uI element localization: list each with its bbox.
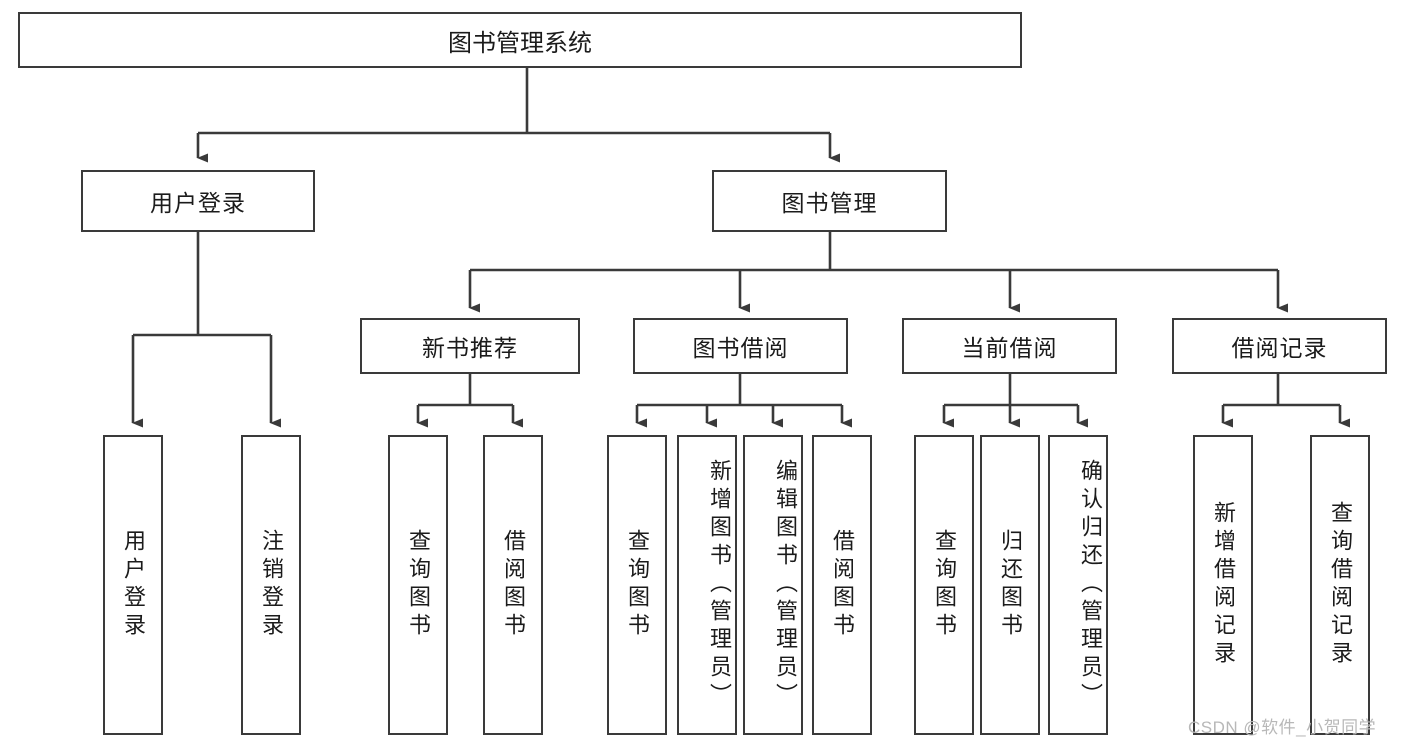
leaf-current-confirm-return-admin[interactable]: 确认归还（管理员） xyxy=(1048,435,1108,735)
node-current-borrow[interactable]: 当前借阅 xyxy=(902,318,1117,374)
leaf-user-login-signout[interactable]: 注销登录 xyxy=(241,435,301,735)
leaf-record-add-record[interactable]: 新增借阅记录 xyxy=(1193,435,1253,735)
node-root-system[interactable]: 图书管理系统 xyxy=(18,12,1022,68)
leaf-record-query-record[interactable]: 查询借阅记录 xyxy=(1310,435,1370,735)
leaf-borrow-edit-book-admin[interactable]: 编辑图书（管理员） xyxy=(743,435,803,735)
leaf-borrow-borrow-book[interactable]: 借阅图书 xyxy=(812,435,872,735)
leaf-borrow-add-book-admin[interactable]: 新增图书（管理员） xyxy=(677,435,737,735)
leaf-user-login-signin[interactable]: 用户登录 xyxy=(103,435,163,735)
watermark-csdn: CSDN @软件_小贺同学 xyxy=(1188,718,1377,737)
node-borrow-record[interactable]: 借阅记录 xyxy=(1172,318,1387,374)
leaf-current-return-book[interactable]: 归还图书 xyxy=(980,435,1040,735)
node-user-login[interactable]: 用户登录 xyxy=(81,170,315,232)
node-new-book-recommend[interactable]: 新书推荐 xyxy=(360,318,580,374)
leaf-recommend-query-book[interactable]: 查询图书 xyxy=(388,435,448,735)
node-book-borrow[interactable]: 图书借阅 xyxy=(633,318,848,374)
node-book-management[interactable]: 图书管理 xyxy=(712,170,947,232)
leaf-borrow-query-book[interactable]: 查询图书 xyxy=(607,435,667,735)
leaf-current-query-book[interactable]: 查询图书 xyxy=(914,435,974,735)
leaf-recommend-borrow-book[interactable]: 借阅图书 xyxy=(483,435,543,735)
